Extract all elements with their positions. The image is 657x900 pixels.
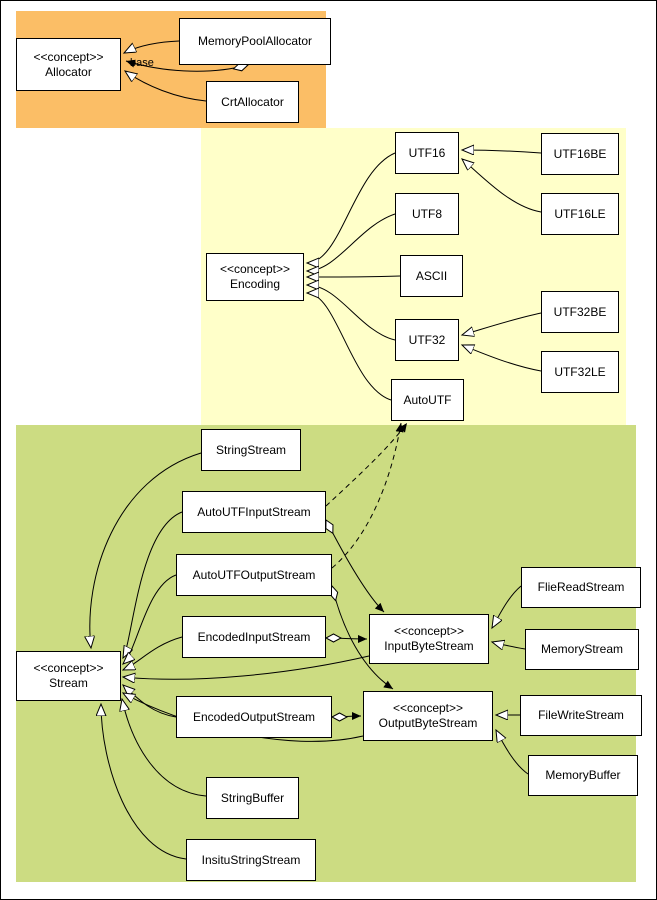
edge-memorypoolallocator-allocator-realization	[124, 40, 180, 53]
node-insitu-string-stream: InsituStringStream	[186, 839, 316, 881]
node-label: MemoryPoolAllocator	[197, 34, 313, 48]
edge-memorybuffer-outputbytestream-realization	[496, 730, 529, 775]
node-label: MemoryStream	[540, 642, 623, 656]
edge-utf16be-utf16-realization	[462, 150, 542, 153]
node-string-buffer: StringBuffer	[206, 777, 299, 819]
node-utf32: UTF32	[395, 319, 459, 361]
node-label: FileWriteStream	[538, 708, 624, 722]
edge-insitustringstream-stream-realization	[101, 704, 187, 860]
node-output-byte-stream-concept: <<concept>> OutputByteStream	[363, 691, 493, 741]
node-label: FlieReadStream	[537, 580, 625, 594]
node-encoding-concept: <<concept>> Encoding	[206, 253, 304, 301]
node-label: EncodedInputStream	[197, 629, 311, 644]
node-label: AutoUTF	[403, 392, 452, 407]
edge-stringbuffer-stream-realization	[122, 699, 207, 797]
node-encoded-input-stream: EncodedInputStream	[182, 616, 326, 658]
node-memory-buffer: MemoryBuffer	[528, 755, 638, 796]
node-string-stream: StringStream	[201, 429, 301, 471]
node-encoded-output-stream: EncodedOutputStream	[176, 696, 332, 738]
edge-memorypoolallocator-allocator-aggregation-base	[125, 61, 248, 72]
node-label: UTF32BE	[553, 304, 607, 319]
node-label: ASCII	[415, 268, 448, 283]
node-label: InsituStringStream	[201, 852, 301, 867]
node-utf16be: UTF16BE	[541, 133, 619, 175]
edge-utf32le-utf32-realization	[462, 345, 542, 372]
node-stereotype: <<concept>>	[393, 624, 465, 638]
node-memory-stream: MemoryStream	[525, 629, 639, 670]
node-flie-read-stream: FlieReadStream	[521, 567, 641, 608]
node-label: CrtAllocator	[221, 94, 284, 109]
node-stereotype: <<concept>>	[392, 701, 464, 715]
node-label: UTF16	[408, 145, 446, 160]
node-label: InputByteStream	[384, 639, 474, 653]
edge-autoutf-encoding-realization	[307, 293, 392, 401]
node-label: EncodedOutputStream	[192, 709, 316, 724]
node-label: AutoUTFOutputStream	[192, 567, 316, 582]
node-label: OutputByteStream	[378, 716, 478, 730]
edge-autoutfinputstream-autoutf-dependency	[325, 422, 408, 507]
node-label: MemoryBuffer	[545, 768, 621, 782]
edge-autoutfoutputstream-outputbytestream-aggregation	[332, 586, 394, 690]
node-input-byte-stream-concept: <<concept>> InputByteStream	[369, 614, 489, 664]
edge-utf32be-utf32-realization	[462, 312, 542, 335]
node-label: StringBuffer	[220, 790, 285, 805]
node-utf16le: UTF16LE	[541, 193, 619, 235]
node-utf16: UTF16	[395, 132, 459, 174]
node-label: UTF16BE	[553, 146, 607, 161]
node-allocator-concept: <<concept>> Allocator	[16, 38, 121, 91]
node-label: Allocator	[45, 64, 92, 79]
node-ascii: ASCII	[400, 255, 463, 297]
edge-encodedinputstream-stream-realization	[123, 636, 183, 670]
node-label: UTF32	[408, 332, 446, 347]
edge-memorystream-inputbytestream-realization	[492, 642, 526, 649]
node-memory-pool-allocator: MemoryPoolAllocator	[179, 18, 331, 65]
node-stream-concept: <<concept>> Stream	[16, 651, 121, 701]
node-label: UTF8	[412, 206, 442, 221]
edge-utf8-encoding-realization	[307, 213, 396, 271]
base-edge-label: base	[130, 57, 154, 69]
node-label: UTF16LE	[554, 206, 606, 221]
node-crt-allocator: CrtAllocator	[206, 81, 299, 123]
edge-utf16le-utf16-realization	[462, 159, 542, 213]
node-utf8: UTF8	[395, 193, 459, 235]
node-label: UTF32LE	[554, 364, 606, 379]
edge-utf16-encoding-realization	[307, 152, 396, 263]
node-auto-utf-output-stream: AutoUTFOutputStream	[176, 554, 332, 596]
node-file-write-stream: FileWriteStream	[520, 695, 642, 736]
node-label: StringStream	[215, 442, 287, 457]
node-label: Stream	[49, 676, 88, 690]
node-autoutf: AutoUTF	[391, 379, 464, 421]
edge-autoutfoutputstream-stream-realization	[123, 574, 177, 664]
node-utf32be: UTF32BE	[541, 291, 619, 333]
edge-ascii-encoding-realization	[307, 276, 401, 277]
node-utf32le: UTF32LE	[541, 351, 619, 393]
node-stereotype: <<concept>>	[33, 661, 104, 675]
node-stereotype: <<concept>>	[33, 49, 104, 64]
edge-crtallocator-allocator-realization	[125, 71, 207, 102]
node-label: Encoding	[229, 277, 281, 291]
node-label: AutoUTFInputStream	[197, 504, 311, 519]
edge-encodedoutputstream-outputbytestream-aggregation	[332, 716, 362, 717]
edge-autoutfinputstream-stream-realization	[123, 511, 183, 658]
node-auto-utf-input-stream: AutoUTFInputStream	[182, 491, 326, 533]
node-stereotype: <<concept>>	[219, 262, 291, 276]
edge-utf32-encoding-realization	[307, 285, 396, 341]
edge-stringstream-stream-realization	[90, 452, 202, 648]
edge-fliereadstream-inputbytestream-realization	[492, 585, 522, 628]
